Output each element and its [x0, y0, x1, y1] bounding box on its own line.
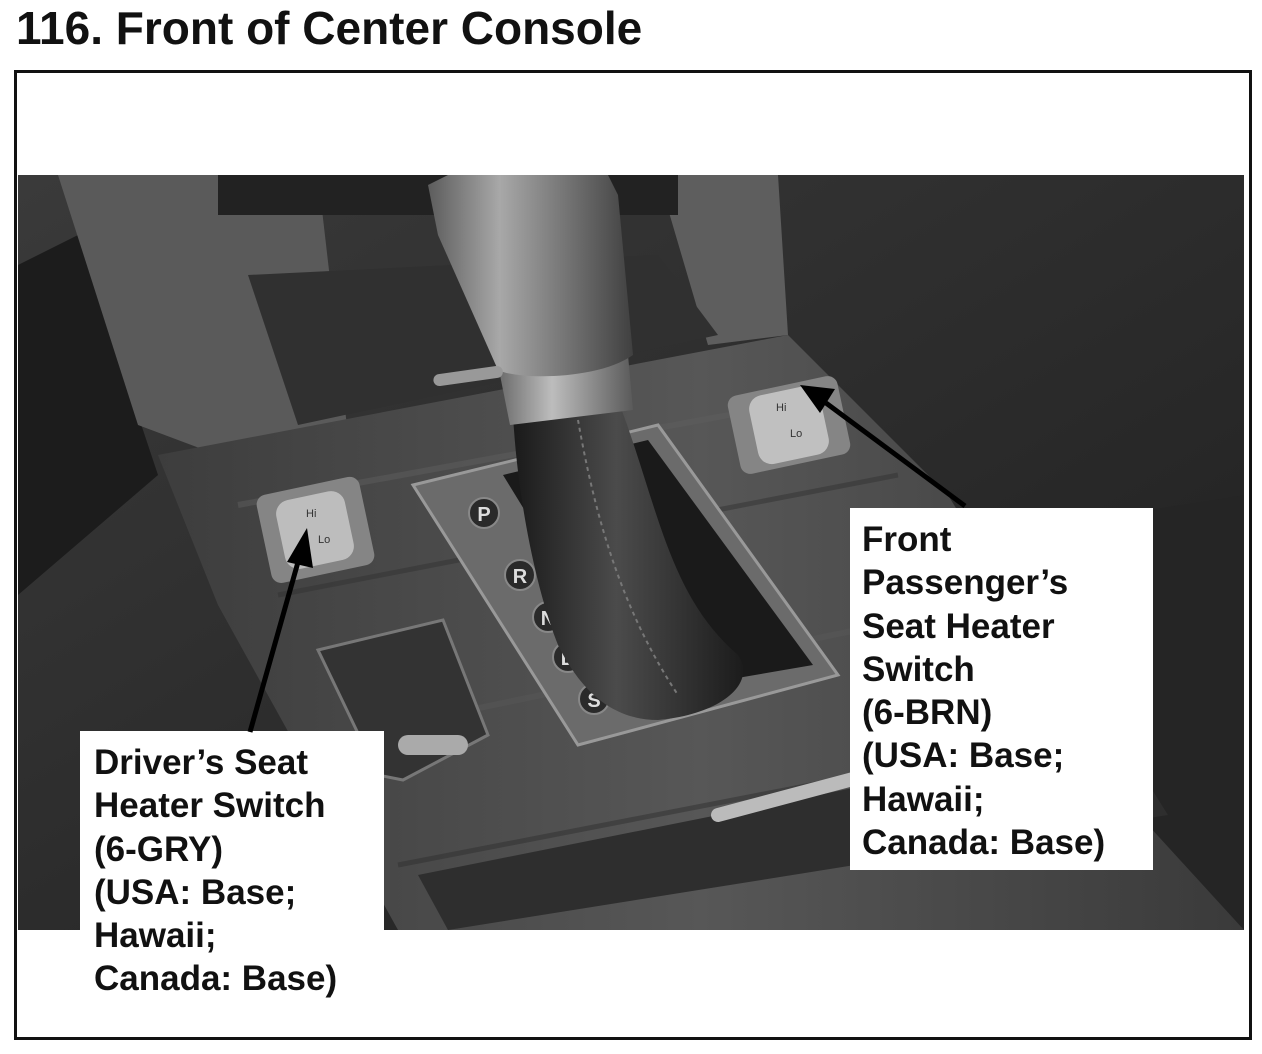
callout-line: Switch	[862, 649, 975, 689]
page-title: 116. Front of Center Console	[16, 2, 643, 54]
callout-line: (USA: Base;	[94, 872, 297, 912]
gear-label-p: P	[477, 504, 490, 526]
callout-line: Heater Switch	[94, 786, 326, 826]
callout-line: Canada: Base)	[862, 823, 1106, 863]
callout-line: (6-GRY)	[94, 829, 223, 869]
callout-line: (USA: Base;	[862, 736, 1065, 776]
callout-line: Canada: Base)	[94, 959, 338, 999]
callout-line: (6-BRN)	[862, 693, 993, 733]
driver-switch-hi-label: Hi	[306, 508, 316, 520]
passenger-switch-lo-label: Lo	[790, 428, 802, 440]
callout-line: Front	[862, 520, 952, 559]
callout-line: Hawaii;	[94, 916, 217, 956]
callout-line: Passenger’s	[862, 563, 1069, 603]
callout-line: Hawaii;	[862, 779, 985, 819]
driver-seat-heater-callout: Driver’s Seat Heater Switch (6-GRY) (USA…	[80, 731, 384, 1001]
gear-label-r: R	[513, 566, 528, 588]
callout-line: Driver’s Seat	[94, 743, 309, 782]
passenger-switch-hi-label: Hi	[776, 402, 786, 414]
passenger-seat-heater-callout: Front Passenger’s Seat Heater Switch (6-…	[850, 508, 1153, 870]
callout-line: Seat Heater	[862, 606, 1055, 646]
figure-frame	[14, 70, 1252, 1040]
driver-switch-lo-label: Lo	[318, 534, 330, 546]
